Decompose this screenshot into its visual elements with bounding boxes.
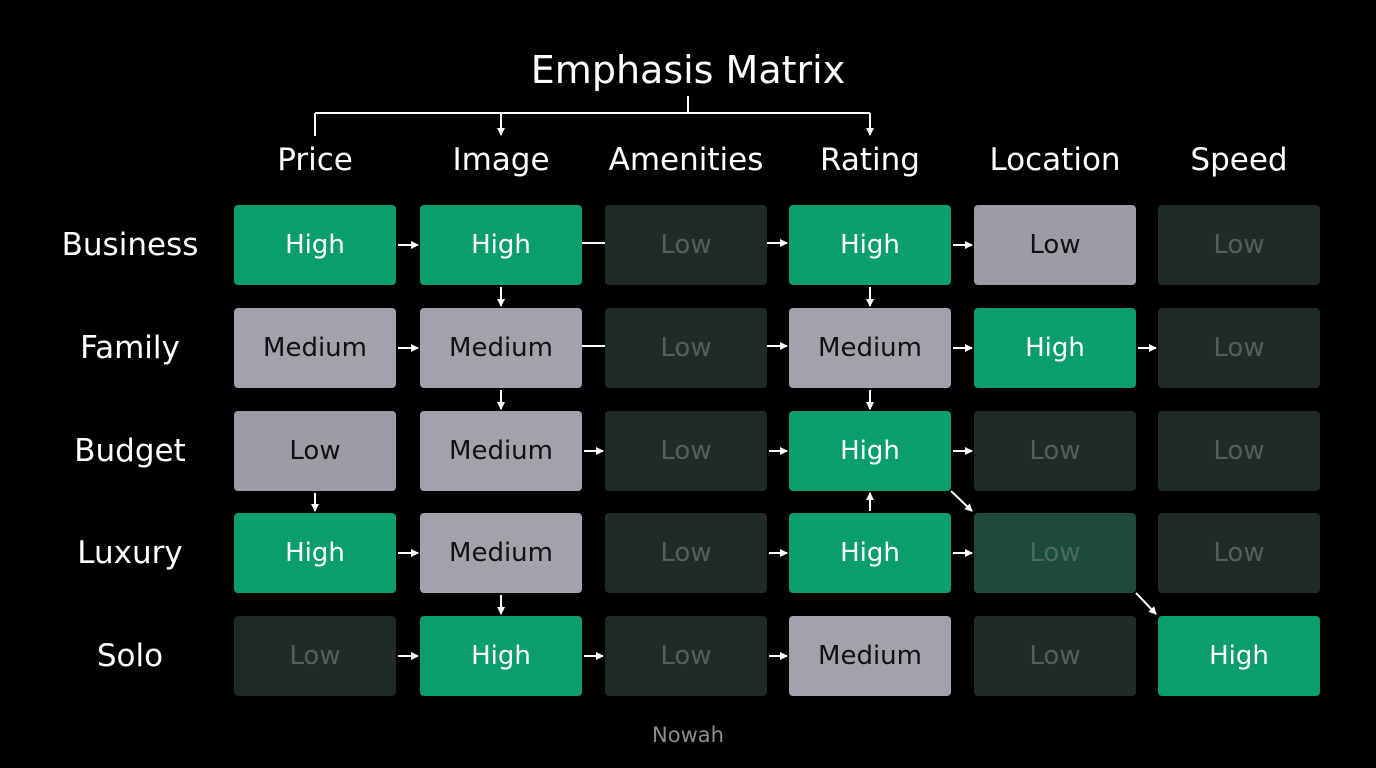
cell-family-image: Medium — [420, 308, 582, 388]
cell-solo-image: High — [420, 616, 582, 696]
cell-luxury-rating: High — [789, 513, 951, 593]
column-header-speed: Speed — [1190, 142, 1288, 178]
cell-family-price: Medium — [234, 308, 396, 388]
column-header-location: Location — [989, 142, 1121, 178]
cell-luxury-speed: Low — [1158, 513, 1320, 593]
cell-family-amenities: Low — [605, 308, 767, 388]
cell-business-price: High — [234, 205, 396, 285]
cell-budget-image: Medium — [420, 411, 582, 491]
row-label-business: Business — [61, 227, 199, 263]
cell-budget-speed: Low — [1158, 411, 1320, 491]
column-header-rating: Rating — [820, 142, 920, 178]
row-label-luxury: Luxury — [77, 535, 183, 571]
cell-budget-location: Low — [974, 411, 1136, 491]
cell-family-speed: Low — [1158, 308, 1320, 388]
row-label-solo: Solo — [96, 638, 164, 674]
diagram-title: Emphasis Matrix — [530, 48, 846, 92]
cell-budget-amenities: Low — [605, 411, 767, 491]
cell-business-location: Low — [974, 205, 1136, 285]
cell-family-location: High — [974, 308, 1136, 388]
footer-credit: Nowah — [652, 723, 724, 747]
cell-business-image: High — [420, 205, 582, 285]
arrow-budget-rating-to-luxury-location — [950, 490, 973, 512]
column-header-amenities: Amenities — [608, 142, 764, 178]
cell-solo-speed: High — [1158, 616, 1320, 696]
cell-solo-price: Low — [234, 616, 396, 696]
cell-luxury-price: High — [234, 513, 396, 593]
cell-solo-location: Low — [974, 616, 1136, 696]
cell-family-rating: Medium — [789, 308, 951, 388]
cell-solo-rating: Medium — [789, 616, 951, 696]
arrow-luxury-location-to-solo-speed — [1135, 592, 1157, 615]
cell-solo-amenities: Low — [605, 616, 767, 696]
cell-budget-price: Low — [234, 411, 396, 491]
column-header-image: Image — [452, 142, 550, 178]
cell-luxury-amenities: Low — [605, 513, 767, 593]
row-label-budget: Budget — [74, 433, 186, 469]
cell-budget-rating: High — [789, 411, 951, 491]
column-header-price: Price — [277, 142, 353, 178]
cell-luxury-image: Medium — [420, 513, 582, 593]
cell-luxury-location: Low — [974, 513, 1136, 593]
cell-business-rating: High — [789, 205, 951, 285]
cell-business-amenities: Low — [605, 205, 767, 285]
row-label-family: Family — [80, 330, 180, 366]
cell-business-speed: Low — [1158, 205, 1320, 285]
